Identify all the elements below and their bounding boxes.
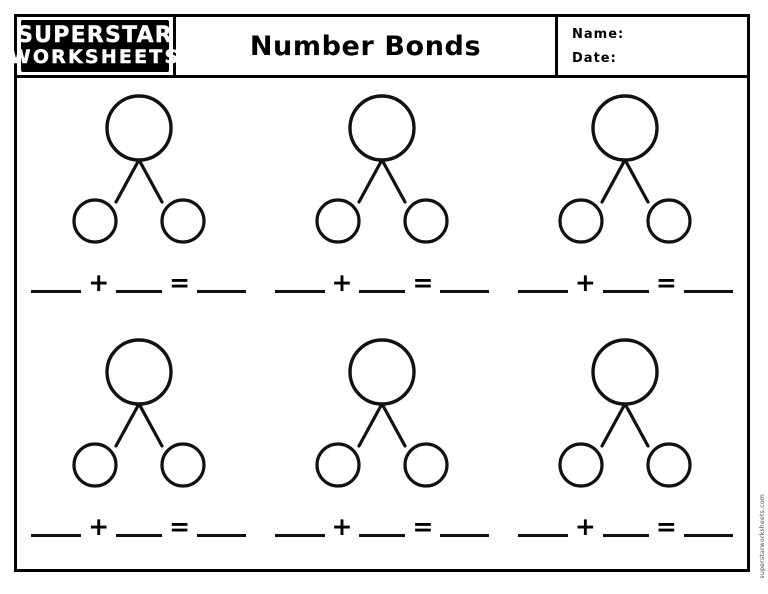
bond-part-left-circle[interactable] — [72, 198, 118, 244]
equals-sign: = — [412, 268, 434, 297]
equation-blank-addend-2[interactable] — [602, 517, 649, 537]
bond-part-right-circle[interactable] — [160, 441, 206, 488]
bond-link-right — [136, 399, 164, 448]
equation-blank-addend-1[interactable] — [517, 273, 568, 293]
bond-part-right-circle[interactable] — [403, 198, 449, 244]
problem-cell-2: + = — [260, 86, 503, 328]
bond-link-left — [357, 156, 385, 204]
side-credit: superstarworksheets.com — [759, 493, 766, 578]
bond-whole-circle[interactable] — [104, 337, 173, 406]
bond-link-right — [379, 156, 407, 204]
bond-link-left — [600, 156, 628, 204]
equals-sign: = — [412, 511, 434, 541]
equation-blank-sum[interactable] — [197, 273, 247, 293]
bond-part-left-circle[interactable] — [315, 441, 361, 488]
bond-part-right-circle[interactable] — [646, 441, 692, 488]
equation-blank-addend-1[interactable] — [517, 517, 568, 537]
equation-blank-addend-1[interactable] — [274, 517, 325, 537]
equation-blank-addend-2[interactable] — [116, 517, 163, 537]
equation-blank-sum[interactable] — [683, 273, 733, 293]
equation-1: + = — [31, 259, 247, 297]
equation-4: + = — [31, 503, 247, 541]
equation-blank-addend-2[interactable] — [116, 273, 163, 293]
bond-part-left-circle[interactable] — [315, 198, 361, 244]
equation-6: + = — [517, 503, 733, 541]
bond-whole-circle[interactable] — [104, 94, 173, 162]
bond-whole-circle[interactable] — [348, 337, 416, 406]
problem-cell-6: + = — [504, 328, 747, 570]
equals-sign: = — [655, 511, 677, 541]
bond-part-right-circle[interactable] — [160, 198, 206, 244]
problem-cell-4: + = — [17, 328, 260, 570]
equation-blank-addend-2[interactable] — [359, 517, 406, 537]
worksheet-header: SUPERSTAR WORKSHEETS Number Bonds Name: … — [9, 17, 747, 78]
plus-sign: + — [88, 268, 110, 297]
plus-sign: + — [88, 511, 110, 541]
equals-sign: = — [655, 268, 677, 297]
plus-sign: + — [574, 511, 596, 541]
name-date-box: Name: Date: — [558, 17, 747, 75]
logo-line-worksheets: WORKSHEETS — [9, 46, 181, 68]
bond-link-right — [622, 156, 650, 204]
problem-cell-5: + = — [260, 328, 503, 570]
plus-sign: + — [574, 268, 596, 297]
equation-blank-addend-1[interactable] — [274, 273, 325, 293]
bond-link-right — [136, 156, 164, 204]
logo-line-superstar: SUPERSTAR — [17, 23, 173, 48]
bond-whole-circle[interactable] — [591, 337, 660, 406]
number-bond-diagram — [72, 94, 206, 244]
problem-row-2: + = + = — [17, 328, 747, 570]
equation-blank-addend-2[interactable] — [359, 273, 406, 293]
bond-link-right — [622, 399, 650, 448]
bond-whole-circle[interactable] — [348, 94, 416, 162]
plus-sign: + — [331, 511, 353, 541]
equation-blank-sum[interactable] — [440, 517, 490, 537]
logo-plate: SUPERSTAR WORKSHEETS — [9, 20, 178, 72]
name-label[interactable]: Name: — [572, 26, 625, 42]
worksheet-page: SUPERSTAR WORKSHEETS Number Bonds Name: … — [9, 14, 750, 572]
problem-row-1: + = + = — [17, 86, 747, 328]
bond-part-left-circle[interactable] — [558, 441, 604, 488]
problem-cell-1: + = — [17, 86, 260, 328]
equation-blank-addend-2[interactable] — [602, 273, 649, 293]
bond-link-left — [114, 399, 142, 448]
equation-2: + = — [274, 259, 490, 297]
equation-blank-sum[interactable] — [440, 273, 490, 293]
equation-blank-sum[interactable] — [683, 517, 733, 537]
date-label[interactable]: Date: — [572, 50, 617, 66]
equation-blank-addend-1[interactable] — [31, 273, 82, 293]
title-cell: Number Bonds — [176, 17, 558, 75]
equals-sign: = — [169, 511, 191, 541]
bond-link-left — [114, 156, 142, 204]
bond-link-left — [357, 399, 385, 448]
problem-cell-3: + = — [504, 86, 747, 328]
bond-link-left — [600, 399, 628, 448]
bond-part-right-circle[interactable] — [646, 198, 692, 244]
page-title: Number Bonds — [249, 30, 482, 62]
equation-blank-sum[interactable] — [197, 517, 247, 537]
bond-part-left-circle[interactable] — [72, 441, 118, 488]
equation-3: + = — [517, 259, 733, 297]
plus-sign: + — [331, 268, 353, 297]
bond-part-right-circle[interactable] — [403, 441, 449, 488]
number-bond-diagram — [315, 94, 449, 244]
bond-part-left-circle[interactable] — [558, 198, 604, 244]
equation-blank-addend-1[interactable] — [31, 517, 82, 537]
equals-sign: = — [169, 268, 191, 297]
equation-5: + = — [274, 503, 490, 541]
bond-link-right — [379, 399, 407, 448]
problems-area: + = + = — [17, 78, 747, 569]
number-bond-diagram — [558, 337, 692, 488]
number-bond-diagram — [558, 94, 692, 244]
bond-whole-circle[interactable] — [591, 94, 660, 162]
number-bond-diagram — [72, 337, 206, 488]
number-bond-diagram — [315, 337, 449, 488]
brand-logo: SUPERSTAR WORKSHEETS — [9, 17, 178, 75]
